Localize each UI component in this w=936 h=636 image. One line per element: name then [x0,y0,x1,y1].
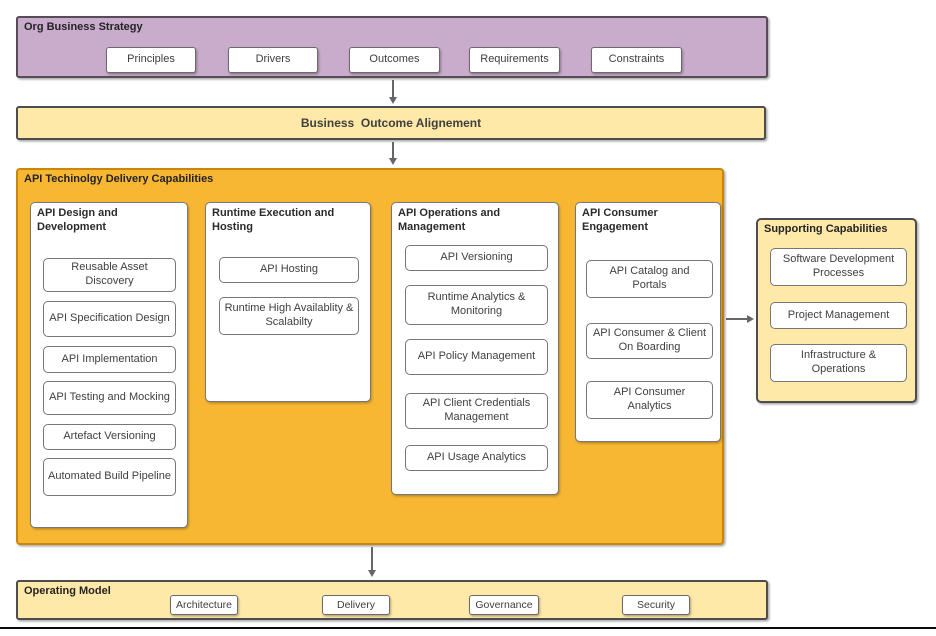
capability-item: API Consumer Analytics [586,381,713,419]
arrow-strategy-to-alignment-line [392,80,394,98]
column-title: API Design and Development [37,207,118,233]
strategy-chip-drivers: Drivers [228,47,318,73]
column-title: API Operations and Management [398,207,501,233]
arrow-delivery-to-operating-head [367,570,376,577]
capability-item: API Usage Analytics [405,445,548,471]
operating-chip-governance: Governance [469,595,539,615]
column-title: API Consumer Engagement [582,207,658,233]
arrow-alignment-to-delivery-line [392,142,394,159]
operating-chip-architecture: Architecture [170,595,238,615]
column-api-operations-management: API Operations and Management API Versio… [391,202,559,495]
capability-item: Reusable Asset Discovery [43,258,176,292]
supporting-item: Project Management [770,302,907,329]
operating-model-panel: Operating Model Architecture Delivery Go… [16,580,768,620]
capability-item: API Testing and Mocking [43,381,176,415]
column-title: Runtime Execution and Hosting [212,207,335,233]
supporting-item: Infrastructure & Operations [770,344,907,382]
arrow-strategy-to-alignment-head [388,97,397,104]
capability-item: Runtime Analytics & Monitoring [405,285,548,325]
strategy-chip-principles: Principles [106,47,196,73]
capability-item: API Specification Design [43,301,176,337]
capability-item: API Catalog and Portals [586,260,713,298]
column-api-design-development: API Design and Development Reusable Asse… [30,202,188,528]
capability-item: Artefact Versioning [43,424,176,450]
capability-item: API Implementation [43,346,176,373]
strategy-chip-requirements: Requirements [469,47,560,73]
slide-bottom-border [0,627,936,629]
supporting-item: Software Development Processes [770,248,907,286]
supporting-capabilities-panel: Supporting Capabilities Software Develop… [756,218,917,403]
strategy-chip-constraints: Constraints [591,47,682,73]
strategy-chip-outcomes: Outcomes [349,47,440,73]
column-runtime-execution-hosting: Runtime Execution and Hosting API Hostin… [205,202,371,402]
capability-item: API Policy Management [405,339,548,375]
delivery-capabilities-title: API Techinolgy Delivery Capabilities [24,173,214,185]
capability-item: API Hosting [219,257,359,283]
org-business-strategy-panel: Org Business Strategy Principles Drivers… [16,16,768,78]
capability-item: API Consumer & Client On Boarding [586,323,713,359]
operating-model-title: Operating Model [24,585,111,597]
capability-item: API Versioning [405,245,548,271]
arrow-delivery-to-operating-line [371,547,373,571]
arrow-delivery-to-supporting-head [747,314,754,323]
org-business-strategy-title: Org Business Strategy [24,21,143,33]
capability-item: Automated Build Pipeline [43,458,176,496]
arrow-delivery-to-supporting-line [726,318,749,320]
business-outcome-alignment-bar: Business Outcome Alignement [16,106,766,140]
operating-chip-security: Security [622,595,690,615]
capability-item: Runtime High Availablity & Scalabilty [219,297,359,335]
business-outcome-alignment-label: Business Outcome Alignement [300,116,482,130]
arrow-alignment-to-delivery-head [388,158,397,165]
operating-chip-delivery: Delivery [322,595,390,615]
supporting-capabilities-title: Supporting Capabilities [764,223,888,235]
capability-item: API Client Credentials Management [405,393,548,429]
column-api-consumer-engagement: API Consumer Engagement API Catalog and … [575,202,721,442]
delivery-capabilities-panel: API Techinolgy Delivery Capabilities API… [16,168,724,545]
